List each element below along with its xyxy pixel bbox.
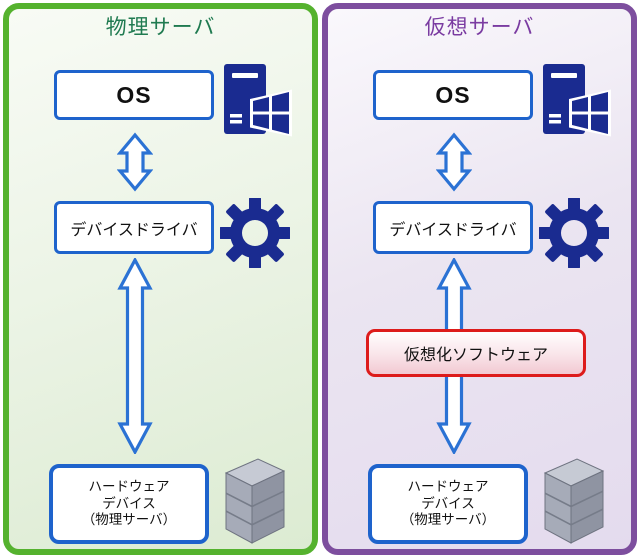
virtualization-software-box: 仮想化ソフトウェア bbox=[366, 329, 586, 377]
os-box: OS bbox=[373, 70, 533, 120]
hardware-device-box: ハードウェア デバイス （物理サーバ） bbox=[49, 464, 209, 544]
windows-pc-icon bbox=[222, 62, 292, 138]
device-driver-box: デバイスドライバ bbox=[54, 201, 214, 254]
os-driver-double-arrow-icon bbox=[435, 132, 473, 192]
hardware-device-line: ハードウェア bbox=[88, 478, 170, 494]
driver-hardware-double-arrow-icon bbox=[117, 256, 153, 456]
device-driver-label: デバイスドライバ bbox=[70, 221, 198, 239]
hardware-device-line: デバイス bbox=[102, 495, 156, 511]
os-label: OS bbox=[435, 81, 471, 108]
gear-icon bbox=[538, 197, 610, 269]
windows-pc-icon bbox=[541, 62, 611, 138]
hardware-device-line: （物理サーバ） bbox=[400, 512, 496, 528]
server-tower-icon bbox=[542, 456, 606, 548]
gear-icon bbox=[219, 197, 291, 269]
virtualization-software-label: 仮想化ソフトウェア bbox=[403, 347, 548, 364]
hardware-device-line: （物理サーバ） bbox=[81, 512, 177, 528]
device-driver-label: デバイスドライバ bbox=[389, 221, 517, 239]
hardware-device-line: デバイス bbox=[421, 495, 475, 511]
hardware-device-line: ハードウェア bbox=[407, 478, 489, 494]
os-driver-double-arrow-icon bbox=[116, 132, 154, 192]
hardware-device-box: ハードウェア デバイス （物理サーバ） bbox=[368, 464, 528, 544]
panel-physical-server: 物理サーバ OS デバイスドライバ bbox=[3, 3, 318, 555]
device-driver-box: デバイスドライバ bbox=[373, 201, 533, 254]
panel-title-virtual: 仮想サーバ bbox=[424, 16, 535, 39]
os-box: OS bbox=[54, 70, 214, 120]
os-label: OS bbox=[116, 81, 152, 108]
server-tower-icon bbox=[223, 456, 287, 548]
panel-title-physical: 物理サーバ bbox=[105, 16, 216, 39]
panel-virtual-server: 仮想サーバ OS デバイスドライバ bbox=[322, 3, 637, 555]
